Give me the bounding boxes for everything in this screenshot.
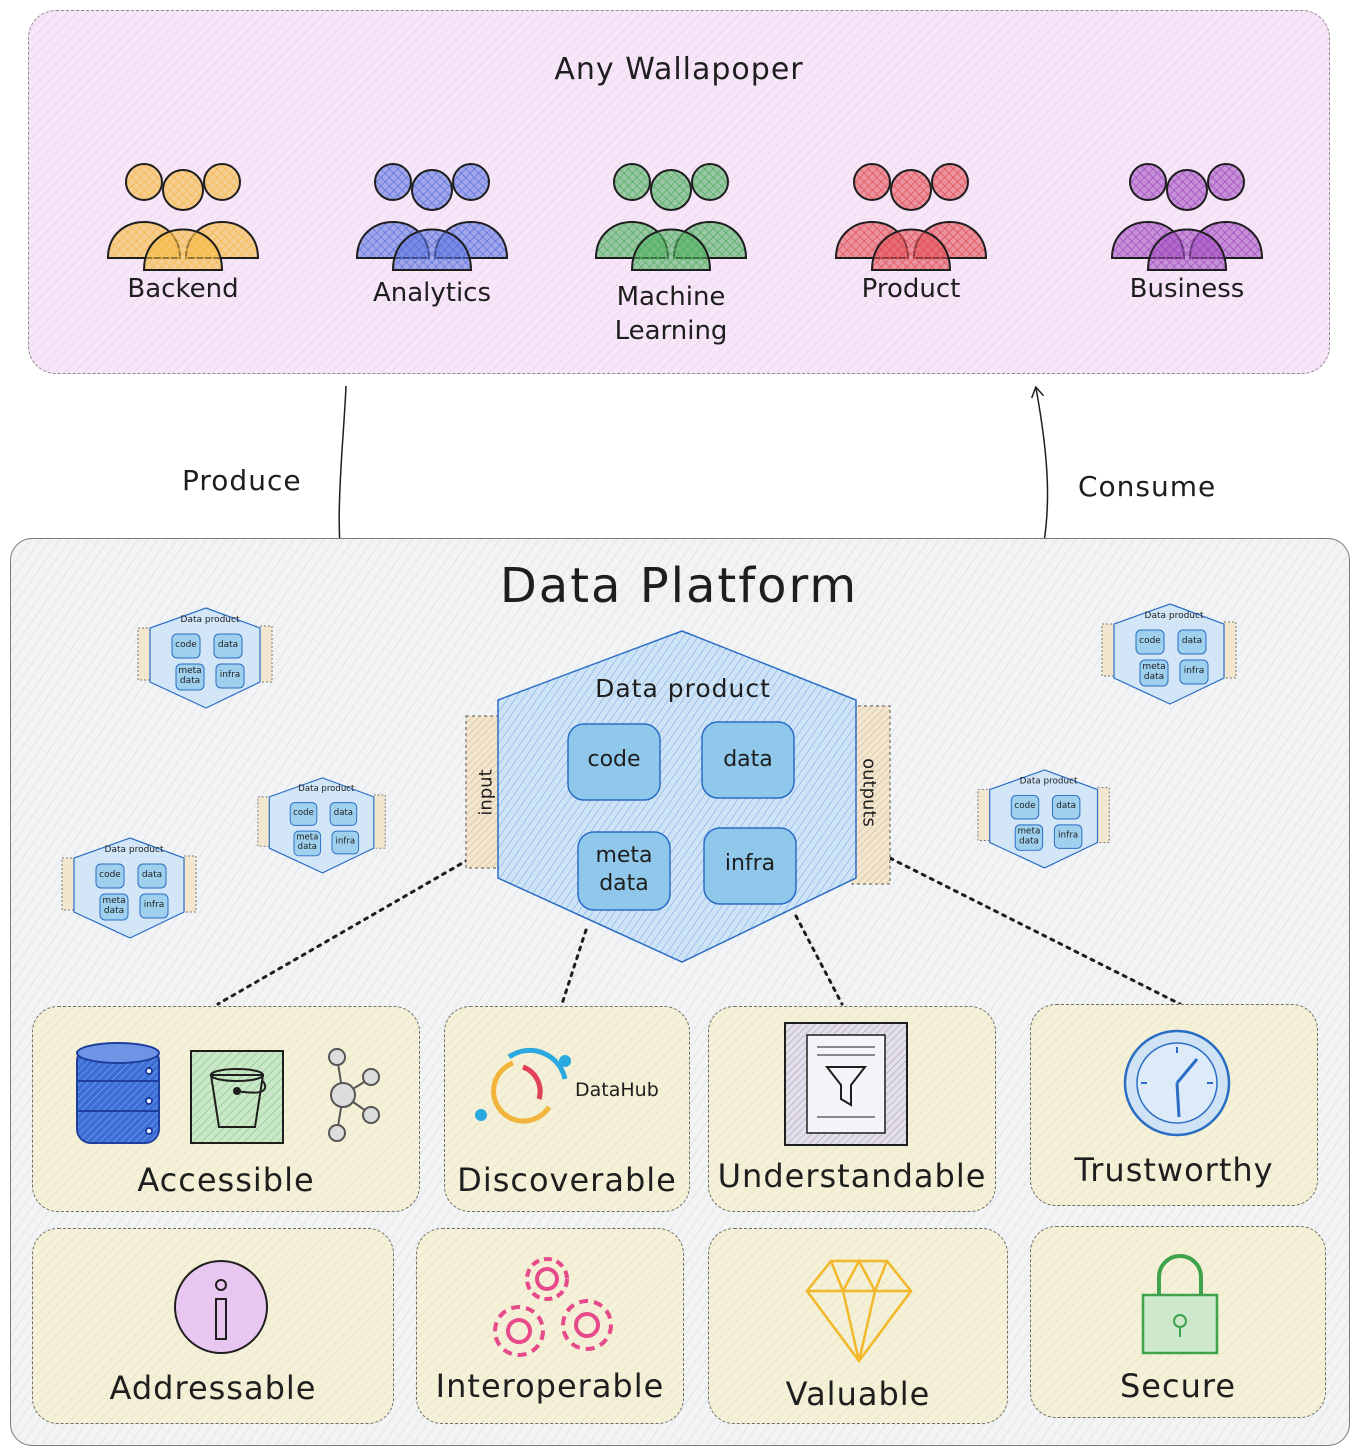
team-3: Product bbox=[826, 160, 996, 304]
clock-icon bbox=[1123, 1029, 1231, 1137]
data-platform-title: Data Platform bbox=[499, 558, 859, 614]
datahub-logo-text: DataHub bbox=[575, 1079, 659, 1101]
team-label: Product bbox=[861, 274, 961, 304]
interoperable-label: Interoperable bbox=[435, 1367, 665, 1405]
mini-data-product-shape bbox=[137, 607, 273, 709]
mini-meta: meta data bbox=[102, 896, 126, 916]
people-group-icon bbox=[594, 163, 748, 271]
mini-data: data bbox=[1181, 636, 1203, 646]
property-card-interoperable: Interoperable bbox=[416, 1228, 684, 1424]
team-label: Backend bbox=[127, 274, 239, 304]
mini-title: Data product bbox=[104, 845, 164, 855]
mini-code: code bbox=[293, 808, 314, 818]
data-product-title: Data product bbox=[595, 674, 771, 703]
property-card-trustworthy: Trustworthy bbox=[1030, 1004, 1318, 1206]
diamond-icon bbox=[805, 1258, 913, 1364]
understandable-label: Understandable bbox=[717, 1157, 987, 1195]
property-card-understandable: Understandable bbox=[708, 1006, 996, 1212]
kafka-icon bbox=[328, 1048, 380, 1142]
mini-infra: infra bbox=[1183, 666, 1205, 676]
mini-data: data bbox=[333, 808, 354, 818]
mini-code: code bbox=[175, 640, 197, 650]
code-cell bbox=[567, 723, 661, 801]
mini-meta: meta data bbox=[1142, 662, 1166, 682]
people-group-icon bbox=[106, 163, 260, 271]
mini-title: Data product bbox=[180, 615, 240, 625]
mini-data-product: Data product code data meta data infra bbox=[976, 768, 1113, 874]
team-label: Business bbox=[1129, 274, 1245, 304]
people-group-icon bbox=[1110, 163, 1264, 271]
property-card-secure: Secure bbox=[1030, 1226, 1326, 1418]
mini-data-product: Data product code data meta data infra bbox=[1100, 602, 1240, 710]
code-label: code bbox=[587, 747, 641, 772]
people-group-icon bbox=[355, 163, 509, 271]
people-group-icon bbox=[834, 163, 988, 271]
mini-code: code bbox=[99, 870, 121, 880]
valuable-label: Valuable bbox=[785, 1375, 931, 1413]
mini-meta: meta data bbox=[1017, 826, 1041, 847]
secure-label: Secure bbox=[1119, 1367, 1236, 1405]
addressable-label: Addressable bbox=[109, 1369, 317, 1407]
infra-label: infra bbox=[724, 851, 776, 876]
gears-icon bbox=[493, 1257, 613, 1357]
infra-cell bbox=[703, 827, 797, 905]
mini-data-product-shape bbox=[257, 777, 386, 874]
property-card-valuable: Valuable bbox=[708, 1228, 1008, 1424]
padlock-icon bbox=[1141, 1254, 1219, 1355]
data-cell bbox=[701, 721, 795, 799]
mini-title: Data product bbox=[1144, 611, 1204, 621]
mini-data: data bbox=[1056, 801, 1077, 812]
consume-label: Consume bbox=[1078, 470, 1217, 503]
property-card-addressable: Addressable bbox=[32, 1228, 394, 1424]
accessible-icons bbox=[76, 1042, 380, 1144]
teams-region-title: Any Wallapoper bbox=[554, 52, 804, 87]
mini-data-product-shape bbox=[61, 837, 197, 939]
discoverable-label: Discoverable bbox=[457, 1161, 677, 1199]
property-card-accessible: Accessible bbox=[32, 1006, 420, 1212]
input-label: input bbox=[475, 769, 497, 816]
database-icon bbox=[76, 1042, 160, 1144]
mini-data: data bbox=[141, 870, 163, 880]
team-4: Business bbox=[1102, 160, 1272, 304]
mini-title: Data product bbox=[298, 784, 355, 795]
mini-meta: meta data bbox=[296, 833, 319, 852]
outputs-label: outputs bbox=[858, 758, 880, 827]
mini-data: data bbox=[217, 640, 239, 650]
mini-infra: infra bbox=[219, 670, 241, 680]
property-card-discoverable: DataHub Discoverable bbox=[444, 1006, 690, 1212]
team-1: Analytics bbox=[347, 160, 517, 308]
datahub-logo bbox=[475, 1047, 571, 1124]
mini-infra: infra bbox=[143, 900, 165, 910]
trustworthy-label: Trustworthy bbox=[1074, 1151, 1274, 1189]
mini-data-product-shape bbox=[1101, 603, 1237, 705]
mini-infra: infra bbox=[335, 836, 356, 847]
mini-meta: meta data bbox=[178, 666, 202, 686]
data-label: data bbox=[723, 747, 773, 772]
info-icon bbox=[174, 1260, 268, 1354]
team-0: Backend bbox=[98, 160, 268, 304]
mini-title: Data product bbox=[1019, 776, 1078, 787]
mini-data-product-shape bbox=[977, 769, 1110, 869]
accessible-label: Accessible bbox=[137, 1161, 315, 1199]
mini-infra: infra bbox=[1058, 830, 1079, 841]
central-data-product bbox=[465, 630, 891, 963]
mini-code: code bbox=[1014, 801, 1036, 812]
produce-label: Produce bbox=[182, 464, 302, 497]
meta-data-cell bbox=[577, 831, 671, 911]
meta-data-label: meta data bbox=[595, 843, 653, 896]
document-filter-icon bbox=[784, 1022, 908, 1146]
team-label: Machine Learning bbox=[614, 282, 728, 346]
team-2: Machine Learning bbox=[586, 160, 756, 346]
mini-data-product: Data product code data meta data infra bbox=[60, 836, 200, 944]
bucket-icon bbox=[190, 1050, 284, 1144]
mini-data-product: Data product code data meta data infra bbox=[256, 776, 389, 879]
mini-data-product: Data product code data meta data infra bbox=[136, 606, 276, 714]
team-label: Analytics bbox=[372, 278, 492, 308]
mini-code: code bbox=[1139, 636, 1161, 646]
